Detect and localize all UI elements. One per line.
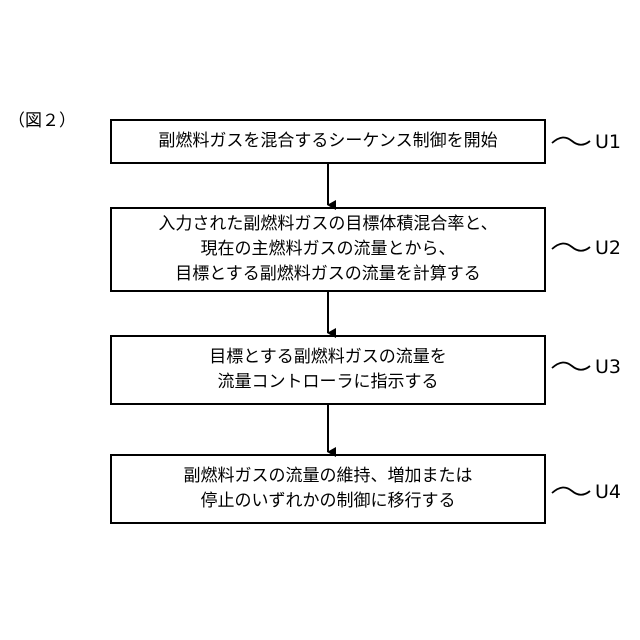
step-label-u1: U1 — [595, 131, 621, 153]
leader-u3 — [552, 362, 590, 369]
leader-u1 — [552, 137, 590, 144]
leader-u4 — [552, 487, 590, 494]
step-label-u3: U3 — [595, 356, 621, 378]
leader-u2 — [552, 243, 590, 250]
step-label-u4: U4 — [595, 481, 621, 503]
step-label-u2: U2 — [595, 237, 621, 259]
